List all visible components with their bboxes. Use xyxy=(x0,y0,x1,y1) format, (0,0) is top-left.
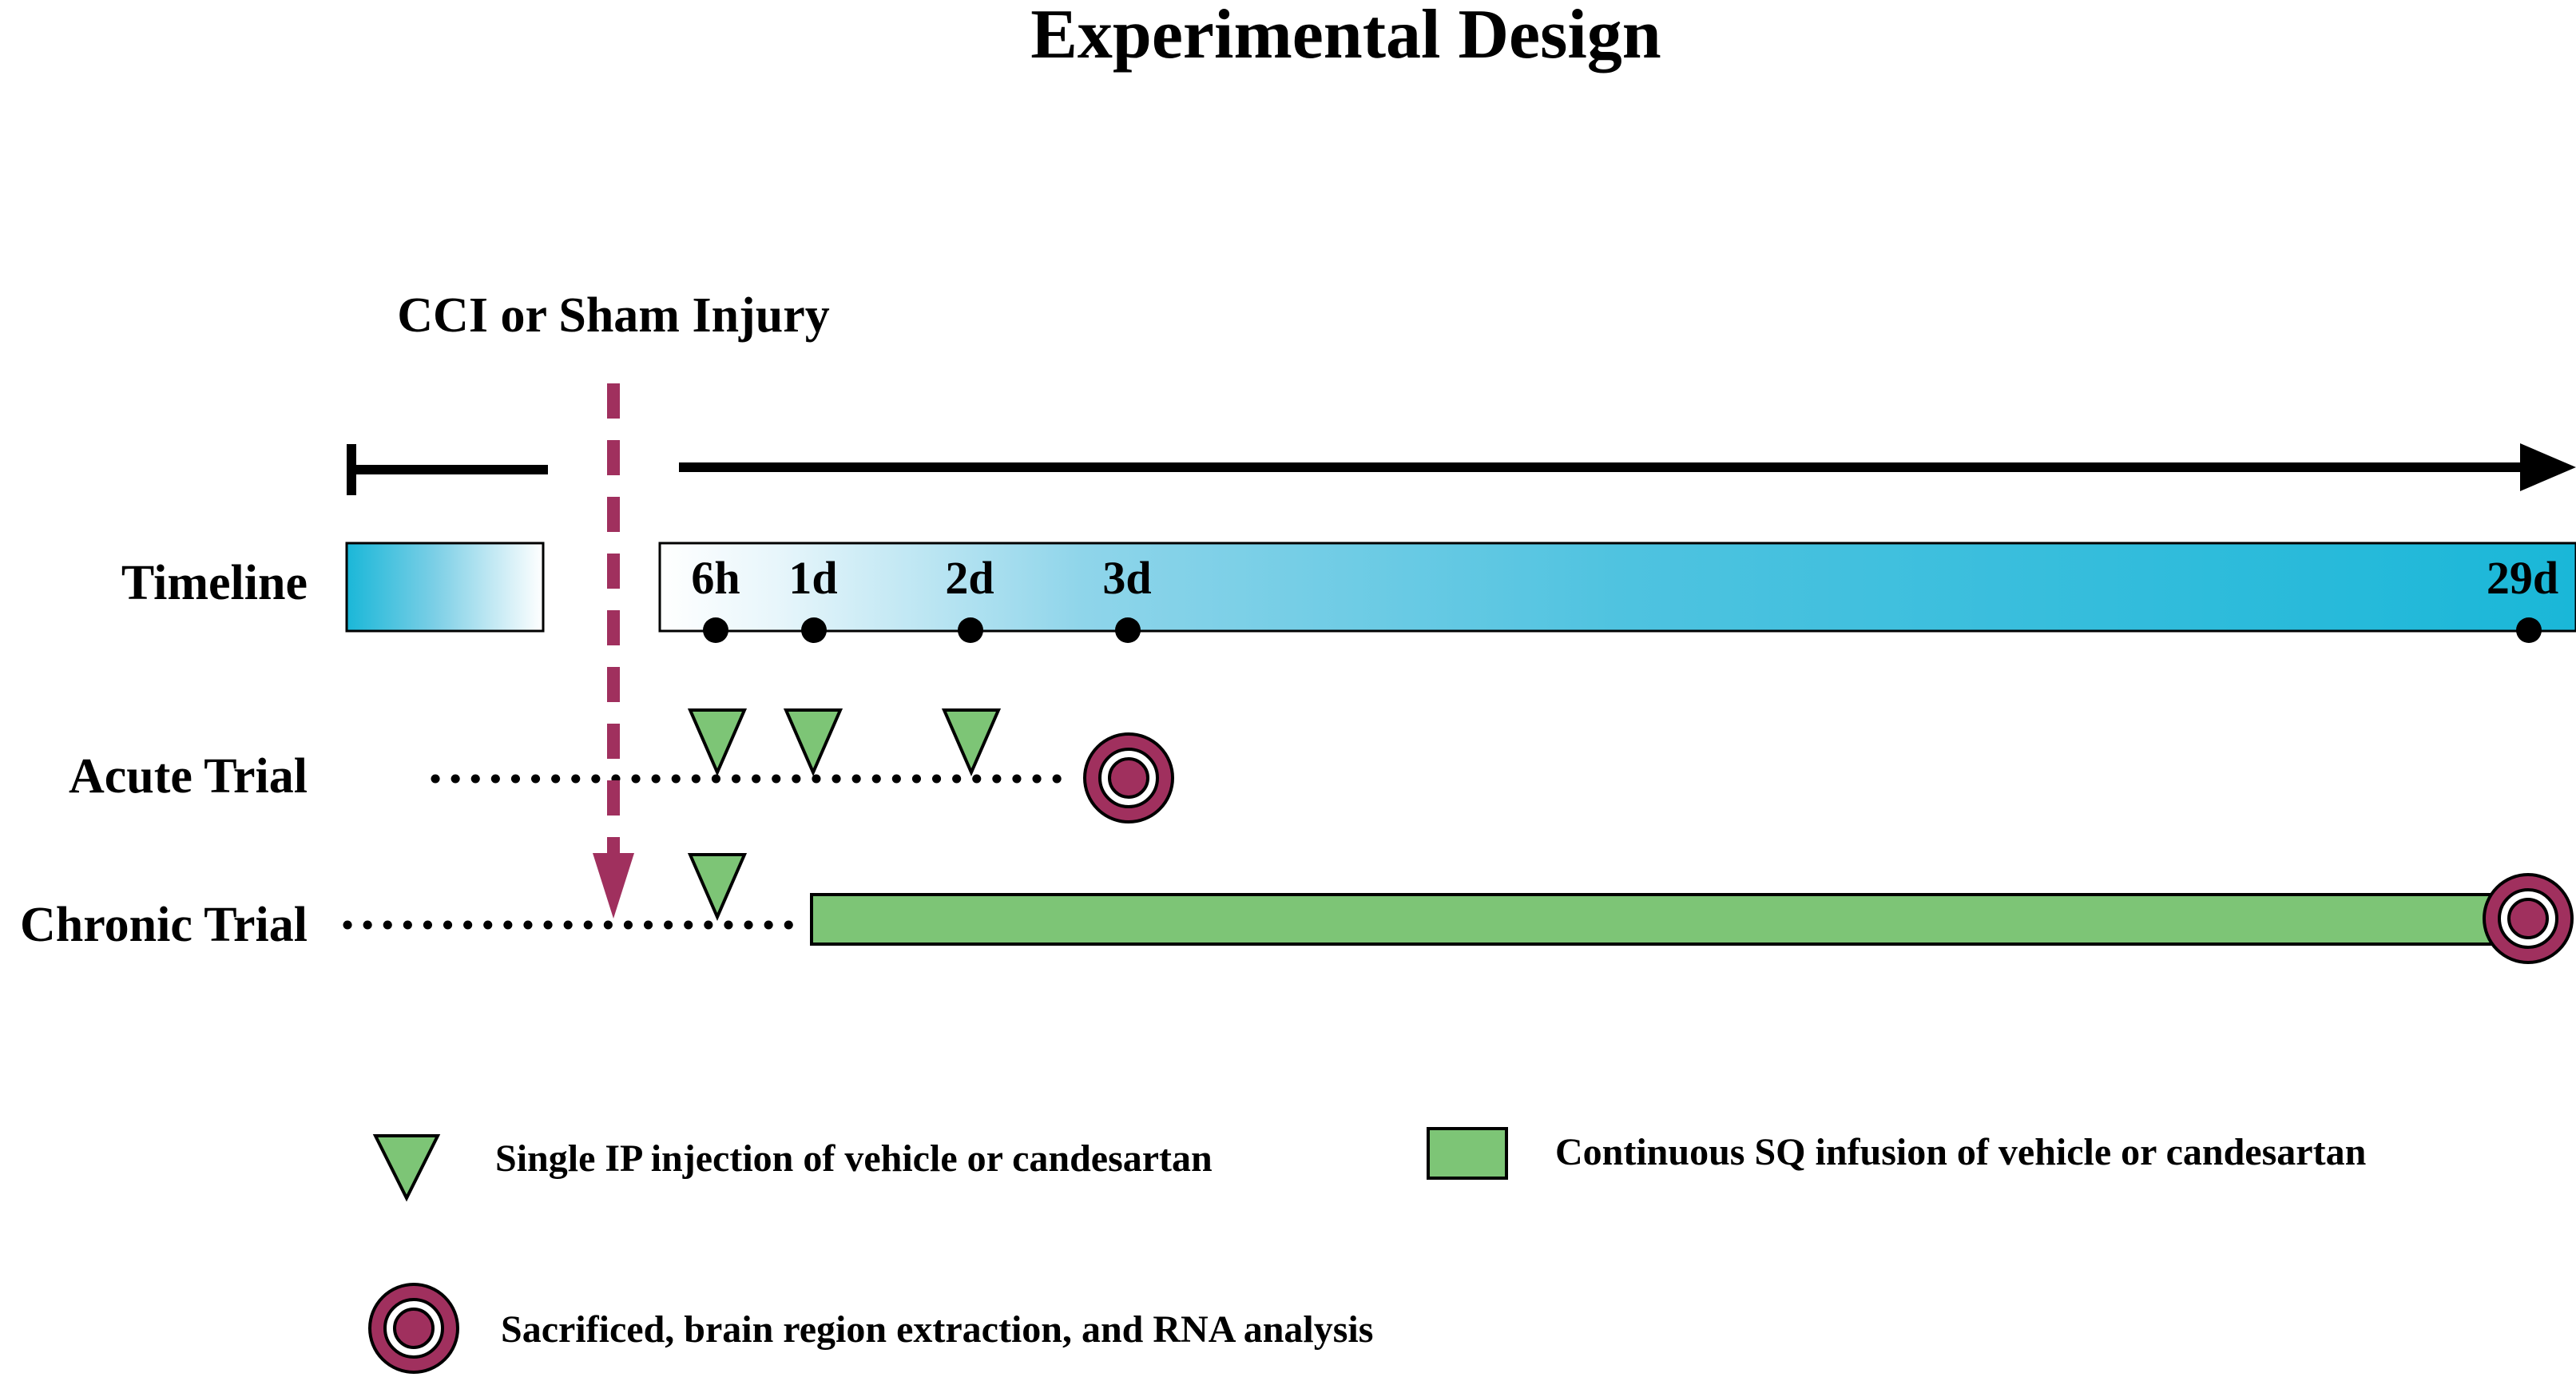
legend-label: Continuous SQ infusion of vehicle or can… xyxy=(1555,1131,2366,1173)
timepoint-dot xyxy=(703,617,728,643)
injury-arrowhead-icon xyxy=(593,853,634,919)
timepoint-29d: 29d xyxy=(2487,552,2558,643)
injection-triangle-icon xyxy=(941,708,1002,777)
timepoint-label: 1d xyxy=(788,552,837,604)
timepoint-6h: 6h xyxy=(691,552,740,643)
timeline-post-injury-bar xyxy=(658,542,2576,633)
target-icon xyxy=(368,1283,459,1374)
injection-triangle-icon xyxy=(783,708,843,777)
injection-triangle-icon xyxy=(687,853,748,922)
legend-label: Single IP injection of vehicle or candes… xyxy=(495,1137,1213,1180)
row-label-timeline: Timeline xyxy=(121,556,308,610)
legend-label: Sacrificed, brain region extraction, and… xyxy=(501,1308,1373,1351)
time-axis xyxy=(347,443,2576,495)
injection-triangle-icon xyxy=(687,708,748,777)
infusion-bar xyxy=(810,893,2514,946)
diagram-title: Experimental Design xyxy=(1030,0,1661,73)
timepoint-dot xyxy=(1115,617,1141,643)
timepoint-1d: 1d xyxy=(788,552,838,643)
timepoint-dot xyxy=(801,617,827,643)
timepoint-label: 6h xyxy=(691,552,740,604)
timepoint-label: 2d xyxy=(945,552,994,604)
legend-item-infusion: Continuous SQ infusion of vehicle or can… xyxy=(1427,1127,2366,1180)
row-label-chronic-trial: Chronic Trial xyxy=(20,898,308,952)
timepoint-3d: 3d xyxy=(1102,552,1152,643)
injury-label: CCI or Sham Injury xyxy=(397,288,829,343)
sacrifice-target-icon xyxy=(1083,732,1174,823)
timepoint-2d: 2d xyxy=(945,552,994,643)
timeline-pre-injury-bar xyxy=(345,542,545,633)
legend: Single IP injection of vehicle or candes… xyxy=(368,1127,2366,1374)
timepoint-dot xyxy=(2516,617,2542,643)
time-axis-arrowhead-icon xyxy=(2520,443,2576,491)
triangle-down-icon xyxy=(372,1134,441,1202)
timepoint-dot xyxy=(958,617,983,643)
legend-item-sacrifice: Sacrificed, brain region extraction, and… xyxy=(368,1283,1373,1374)
timepoint-label: 3d xyxy=(1102,552,1151,604)
row-label-acute-trial: Acute Trial xyxy=(69,749,308,804)
injury-arrow xyxy=(593,383,634,919)
legend-item-injection: Single IP injection of vehicle or candes… xyxy=(372,1134,1213,1202)
infusion-swatch xyxy=(1427,1127,1508,1180)
sacrifice-target-icon xyxy=(2483,873,2574,964)
timepoint-label: 29d xyxy=(2487,552,2558,604)
